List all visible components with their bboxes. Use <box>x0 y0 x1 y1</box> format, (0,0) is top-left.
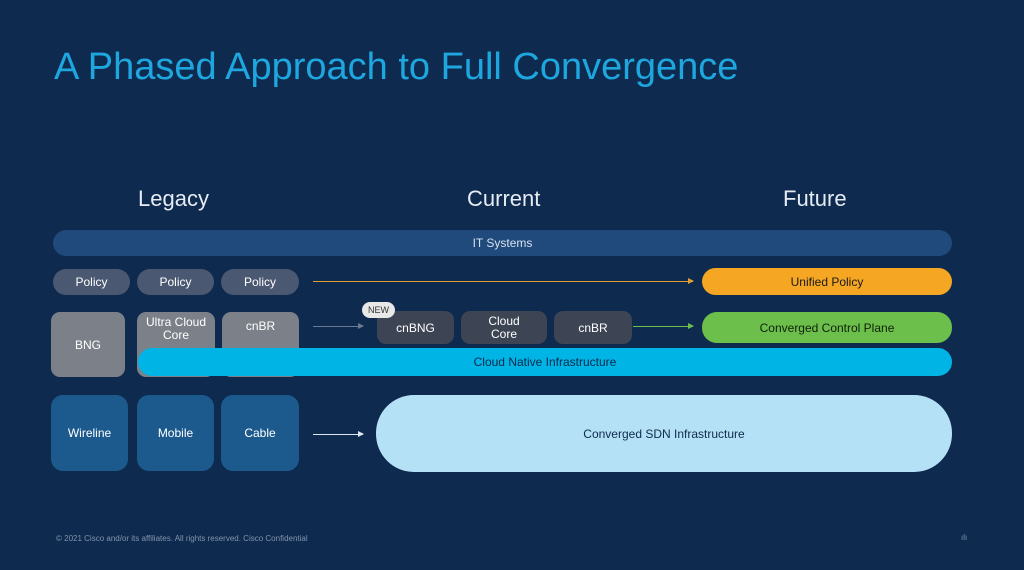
mobile-box: Mobile <box>137 395 214 471</box>
cnbr-current-box: cnBR <box>554 311 632 344</box>
sdn-arrow <box>313 431 364 437</box>
phase-current: Current <box>467 186 541 211</box>
policy-pill: Policy <box>137 269 214 295</box>
cable-box: Cable <box>221 395 299 471</box>
cloud-core-box: Cloud Core <box>461 311 547 344</box>
policy-pill: Policy <box>221 269 299 295</box>
phase-legacy: Legacy <box>138 186 209 211</box>
cisco-logo-icon: ılı <box>961 533 968 542</box>
converged-sdn-infrastructure: Converged SDN Infrastructure <box>376 395 952 472</box>
wireline-box: Wireline <box>51 395 128 471</box>
control-arrow <box>313 323 364 329</box>
it-systems-bar: IT Systems <box>53 230 952 256</box>
page-title: A Phased Approach to Full Convergence <box>54 46 739 88</box>
cloud-native-infrastructure-bar: Cloud Native Infrastructure <box>138 348 952 376</box>
phase-future: Future <box>783 186 847 211</box>
policy-arrow <box>313 278 694 284</box>
new-badge: NEW <box>362 302 395 318</box>
footer-copyright: © 2021 Cisco and/or its affiliates. All … <box>56 534 308 543</box>
policy-pill: Policy <box>53 269 130 295</box>
ultra-cloud-core-label: Ultra Cloud Core <box>145 315 207 342</box>
bng-box: BNG <box>51 312 125 377</box>
cloud-core-label: Cloud Core <box>488 313 520 341</box>
converged-control-plane-bar: Converged Control Plane <box>702 312 952 343</box>
unified-policy-bar: Unified Policy <box>702 268 952 295</box>
converged-arrow <box>633 323 694 329</box>
